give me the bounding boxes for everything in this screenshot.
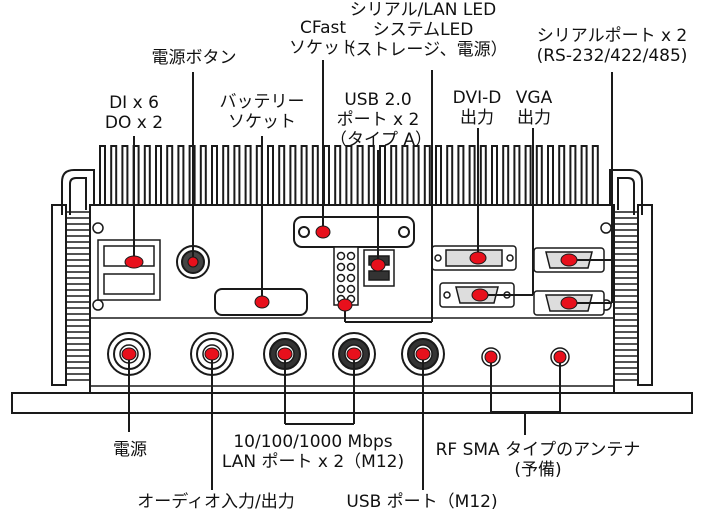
callout-power-button bbox=[187, 256, 199, 268]
label-usb-m12: USB ポート（M12) bbox=[346, 492, 498, 512]
callout-serial-1 bbox=[560, 253, 578, 267]
callout-usb20 bbox=[370, 258, 386, 272]
callout-audio bbox=[204, 347, 220, 361]
callout-dvi bbox=[469, 251, 487, 265]
mounting-plate bbox=[11, 392, 693, 414]
label-battery-socket: バッテリーソケット bbox=[219, 92, 305, 132]
cfast-cover bbox=[293, 216, 415, 248]
callout-serial-2 bbox=[560, 296, 578, 310]
callout-sma-1 bbox=[484, 350, 498, 364]
right-bracket bbox=[609, 169, 653, 386]
leader-lines bbox=[128, 60, 613, 490]
callout-sma-2 bbox=[553, 350, 567, 364]
callout-battery bbox=[254, 295, 270, 309]
label-power: 電源 bbox=[113, 440, 147, 460]
callout-usb-m12 bbox=[415, 347, 431, 361]
label-serial-port: シリアルポート x 2(RS-232/422/485) bbox=[536, 26, 688, 66]
callout-dots bbox=[121, 225, 578, 364]
callout-vga bbox=[471, 288, 489, 302]
heatsink-fins bbox=[99, 145, 599, 207]
callout-lan-2 bbox=[346, 347, 362, 361]
callout-power bbox=[121, 347, 137, 361]
callout-cfast bbox=[315, 225, 331, 239]
dio-terminal-block bbox=[97, 239, 161, 301]
label-audio: オーディオ入力/出力 bbox=[137, 492, 295, 512]
left-bracket bbox=[51, 169, 95, 386]
callout-lan-1 bbox=[277, 347, 293, 361]
callout-dio bbox=[124, 255, 144, 269]
label-power-button: 電源ボタン bbox=[151, 48, 237, 68]
callout-led bbox=[337, 298, 353, 312]
label-rf-sma: RF SMA タイプのアンテナ(予備) bbox=[435, 440, 641, 480]
led-panel bbox=[333, 246, 359, 306]
side-ribs bbox=[66, 211, 638, 381]
